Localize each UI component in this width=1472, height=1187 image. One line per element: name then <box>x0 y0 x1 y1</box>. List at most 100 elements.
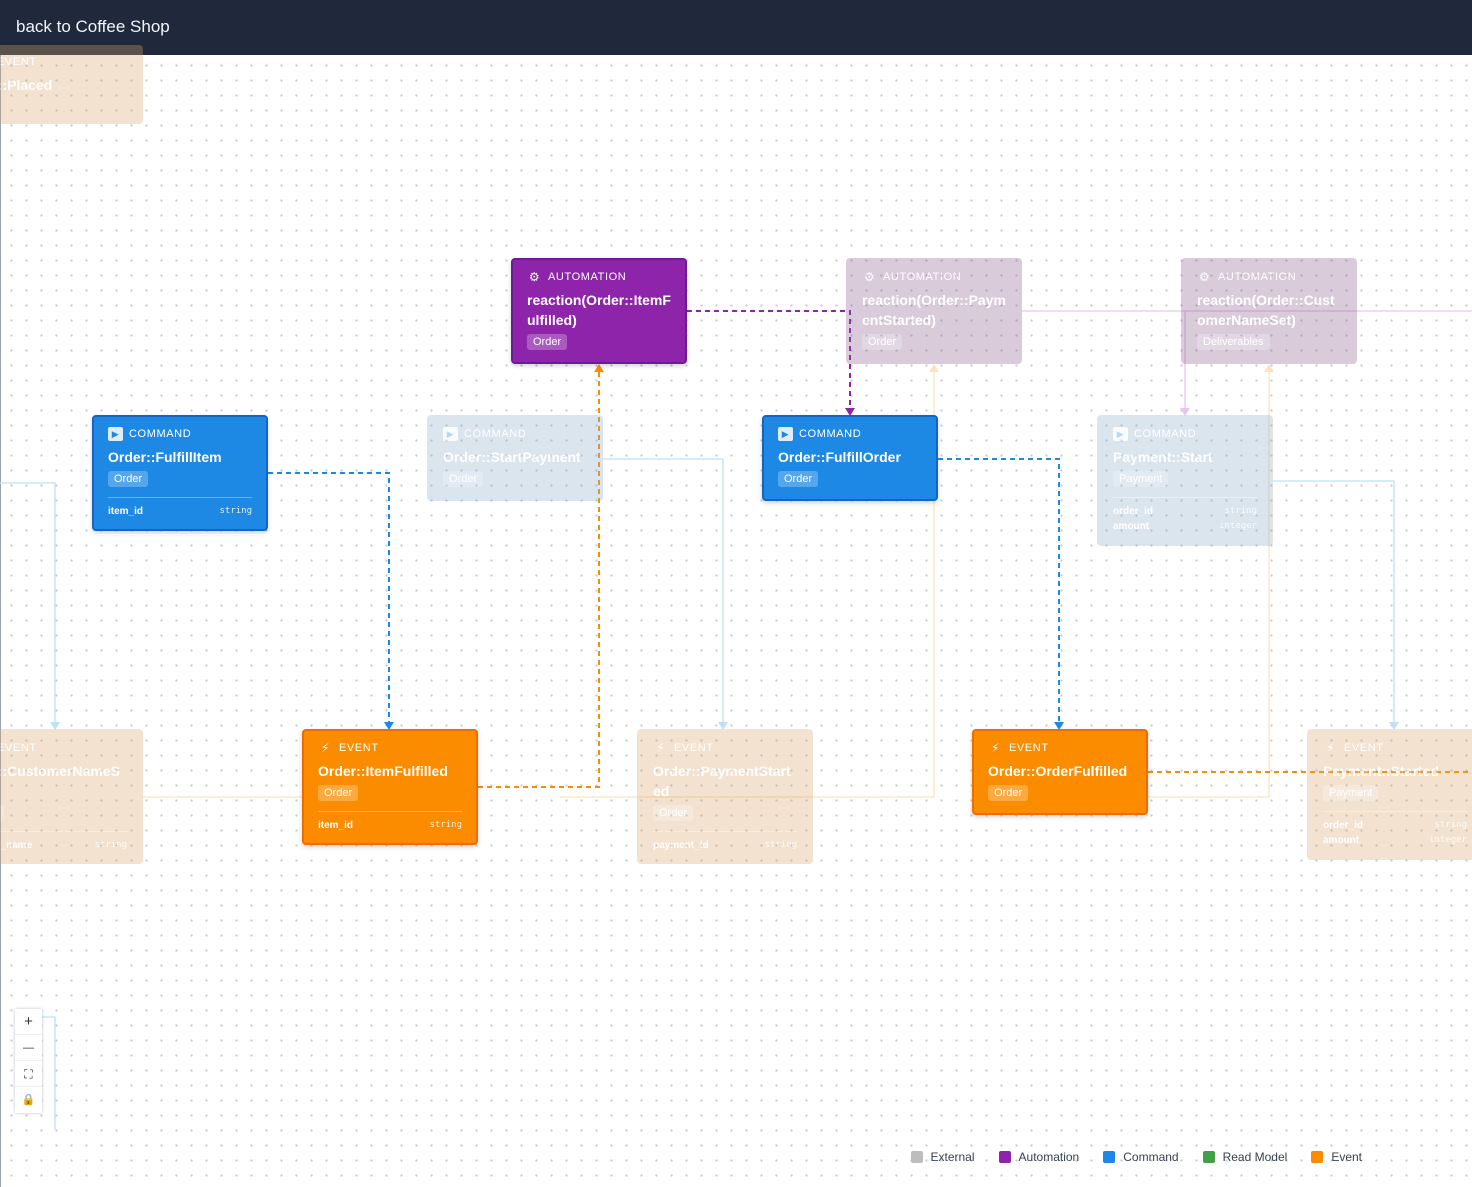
aggregate-chip: Order <box>527 334 568 350</box>
node-title: reaction(Order::ItemFulfilled) <box>527 292 671 328</box>
fit-view-button[interactable]: ⛶ <box>15 1061 42 1087</box>
flow-canvas[interactable] <box>0 55 1472 1187</box>
field-row: item_id string <box>108 504 252 519</box>
field-type: string <box>1224 506 1257 516</box>
aggregate-chip: Payment <box>1323 785 1379 801</box>
field-row: order_id string <box>1323 818 1467 833</box>
command-node-fulfill-item[interactable]: ▶COMMAND Order::FulfillItem Order item_i… <box>92 415 268 531</box>
edge-faint-left-bottom <box>42 1016 56 1130</box>
event-node-payment-started[interactable]: ⚡EVENT Order::PaymentStarted Order payme… <box>637 729 813 864</box>
legend-item-event: Event <box>1311 1150 1362 1164</box>
field-row: amount integer <box>1323 833 1467 848</box>
field-row: item_id string <box>318 818 462 833</box>
event-node-customer-name-set[interactable]: ⚡EVENT der::CustomerNameSet der omer_nam… <box>0 729 143 864</box>
automation-node-item-fulfilled[interactable]: ⚙ AUTOMATION reaction(Order::ItemFulfille… <box>511 258 687 364</box>
command-node-start-payment[interactable]: ▶COMMAND Order::StartPayment Order <box>427 415 603 501</box>
edge-faint-start-payment-to-event <box>603 458 724 722</box>
event-node-order-fulfilled[interactable]: ⚡EVENT Order::OrderFulfilled Order <box>972 729 1148 815</box>
field-row: order_id string <box>1113 504 1257 519</box>
lock-button[interactable]: 🔒 <box>15 1087 42 1113</box>
legend-label: External <box>930 1150 975 1164</box>
legend-label: Automation <box>1018 1150 1080 1164</box>
gear-icon: ⚙ <box>528 270 541 284</box>
node-type-label: EVENT <box>674 742 714 754</box>
node-type-label: EVENT <box>0 56 37 68</box>
node-title: Order::FulfillOrder <box>778 449 901 465</box>
node-title: Payment::Start <box>1113 449 1213 465</box>
node-type-label: EVENT <box>339 742 379 754</box>
back-to-coffee-shop-link[interactable]: back to Coffee Shop <box>16 17 170 36</box>
field-name: item_id <box>108 506 144 517</box>
bolt-icon: ⚡ <box>320 741 331 755</box>
node-type-label: AUTOMATION <box>548 271 627 283</box>
field-name: order_id <box>1113 506 1154 517</box>
node-type-label: EVENT <box>1344 742 1384 754</box>
field-type: integer <box>1219 521 1257 531</box>
field-type: string <box>219 506 252 516</box>
gear-icon: ⚙ <box>863 270 876 284</box>
node-type-label: COMMAND <box>799 428 862 440</box>
field-type: string <box>1434 820 1467 830</box>
aggregate-chip: der <box>0 805 4 821</box>
node-type-label: COMMAND <box>464 428 527 440</box>
field-name: omer_name <box>0 840 33 851</box>
event-node-order-placed[interactable]: ⚡EVENT der::Placed der <box>0 45 143 124</box>
legend-swatch <box>910 1151 923 1163</box>
legend-swatch <box>998 1151 1011 1163</box>
edge-faint-payment-started-to-automation <box>560 372 935 798</box>
edge-faint-order-fulfilled-to-automation <box>1148 372 1270 798</box>
edge-fulfill-item-to-item-fulfilled <box>268 472 390 722</box>
node-title: reaction(Order::CustomerNameSet) <box>1197 292 1335 328</box>
edge-faint-left-command-to-event <box>0 482 56 722</box>
aggregate-chip: Order <box>443 471 484 487</box>
field-type: string <box>429 820 462 830</box>
command-node-fulfill-order[interactable]: ▶COMMAND Order::FulfillOrder Order <box>762 415 938 501</box>
automation-node-customer-name-set[interactable]: ⚙ AUTOMATION reaction(Order::CustomerName… <box>1181 258 1357 364</box>
node-title: reaction(Order::PaymentStarted) <box>862 292 1006 328</box>
node-title: Order::PaymentStarted <box>653 763 791 799</box>
node-title: Order::FulfillItem <box>108 449 222 465</box>
gear-icon: ⚙ <box>1198 270 1211 284</box>
node-type-label: AUTOMATION <box>1218 271 1297 283</box>
field-list: order_id string amount integer <box>1323 811 1467 848</box>
aggregate-chip: Order <box>988 785 1029 801</box>
event-node-payment-started-2[interactable]: ⚡EVENT Payment::Started Payment order_id… <box>1307 729 1472 860</box>
field-name: order_id <box>1323 820 1364 831</box>
aggregate-chip: Order <box>862 334 903 350</box>
legend-item-command: Command <box>1103 1150 1179 1164</box>
command-node-payment-start[interactable]: ▶COMMAND Payment::Start Payment order_id… <box>1097 415 1273 546</box>
field-name: amount <box>1323 835 1360 846</box>
field-name: amount <box>1113 521 1150 532</box>
aggregate-chip: Order <box>108 471 149 487</box>
aggregate-chip: Order <box>778 471 819 487</box>
field-type: string <box>94 840 127 850</box>
zoom-in-button[interactable]: + <box>15 1009 42 1035</box>
field-name: payment_id <box>653 840 709 851</box>
canvas-left-border <box>0 55 1 1187</box>
edge-fulfill-order-to-order-fulfilled <box>938 458 1060 722</box>
legend-item-read-model: Read Model <box>1202 1150 1287 1164</box>
legend-item-automation: Automation <box>998 1150 1080 1164</box>
field-list: order_id string amount integer <box>1113 497 1257 534</box>
aggregate-chip: Deliverables <box>1197 334 1270 350</box>
canvas-controls: + — ⛶ 🔒 <box>15 1009 42 1113</box>
automation-node-payment-started[interactable]: ⚙AUTOMATION reaction(Order::PaymentStart… <box>846 258 1022 364</box>
field-type: integer <box>1429 835 1467 845</box>
zoom-out-button[interactable]: — <box>15 1035 42 1061</box>
legend-label: Event <box>1331 1150 1362 1164</box>
node-type-label: EVENT <box>0 742 37 754</box>
play-icon: ▶ <box>443 427 458 441</box>
node-type-label: COMMAND <box>1134 428 1197 440</box>
field-list: item_id string <box>108 497 252 519</box>
node-type-label: EVENT <box>1009 742 1049 754</box>
legend: External Automation Command Read Model E… <box>910 1150 1362 1164</box>
play-icon: ▶ <box>1113 427 1128 441</box>
field-row: omer_name string <box>0 838 127 853</box>
aggregate-chip: Order <box>653 805 694 821</box>
event-node-item-fulfilled[interactable]: ⚡EVENT Order::ItemFulfilled Order item_i… <box>302 729 478 845</box>
bolt-icon: ⚡ <box>1325 741 1336 755</box>
legend-label: Command <box>1123 1150 1179 1164</box>
field-name: item_id <box>318 820 354 831</box>
